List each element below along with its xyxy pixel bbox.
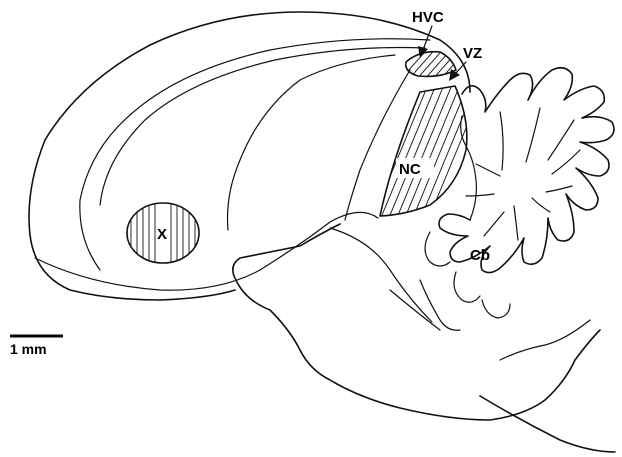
scale-bar: 1 mm — [10, 336, 63, 357]
scale-bar-label: 1 mm — [10, 341, 47, 357]
label-cb: Cb — [470, 247, 490, 264]
lamina-line-2 — [100, 48, 425, 206]
midbrain-outline — [233, 224, 600, 420]
lamina-line-1 — [80, 39, 430, 270]
label-vz: VZ — [463, 45, 482, 62]
label-x: X — [157, 226, 167, 243]
label-hvc: HVC — [412, 9, 444, 26]
midbrain-inner-line — [330, 228, 432, 322]
brainstem-outline — [480, 396, 615, 452]
lamina-line-3 — [228, 55, 396, 230]
label-nc: NC — [399, 161, 421, 178]
forebrain-lower-edge — [35, 212, 378, 290]
cerebellum — [420, 68, 614, 331]
midbrain-inner-line-2 — [390, 290, 440, 330]
vz-arrow — [449, 62, 466, 81]
lower-contour — [500, 320, 590, 360]
